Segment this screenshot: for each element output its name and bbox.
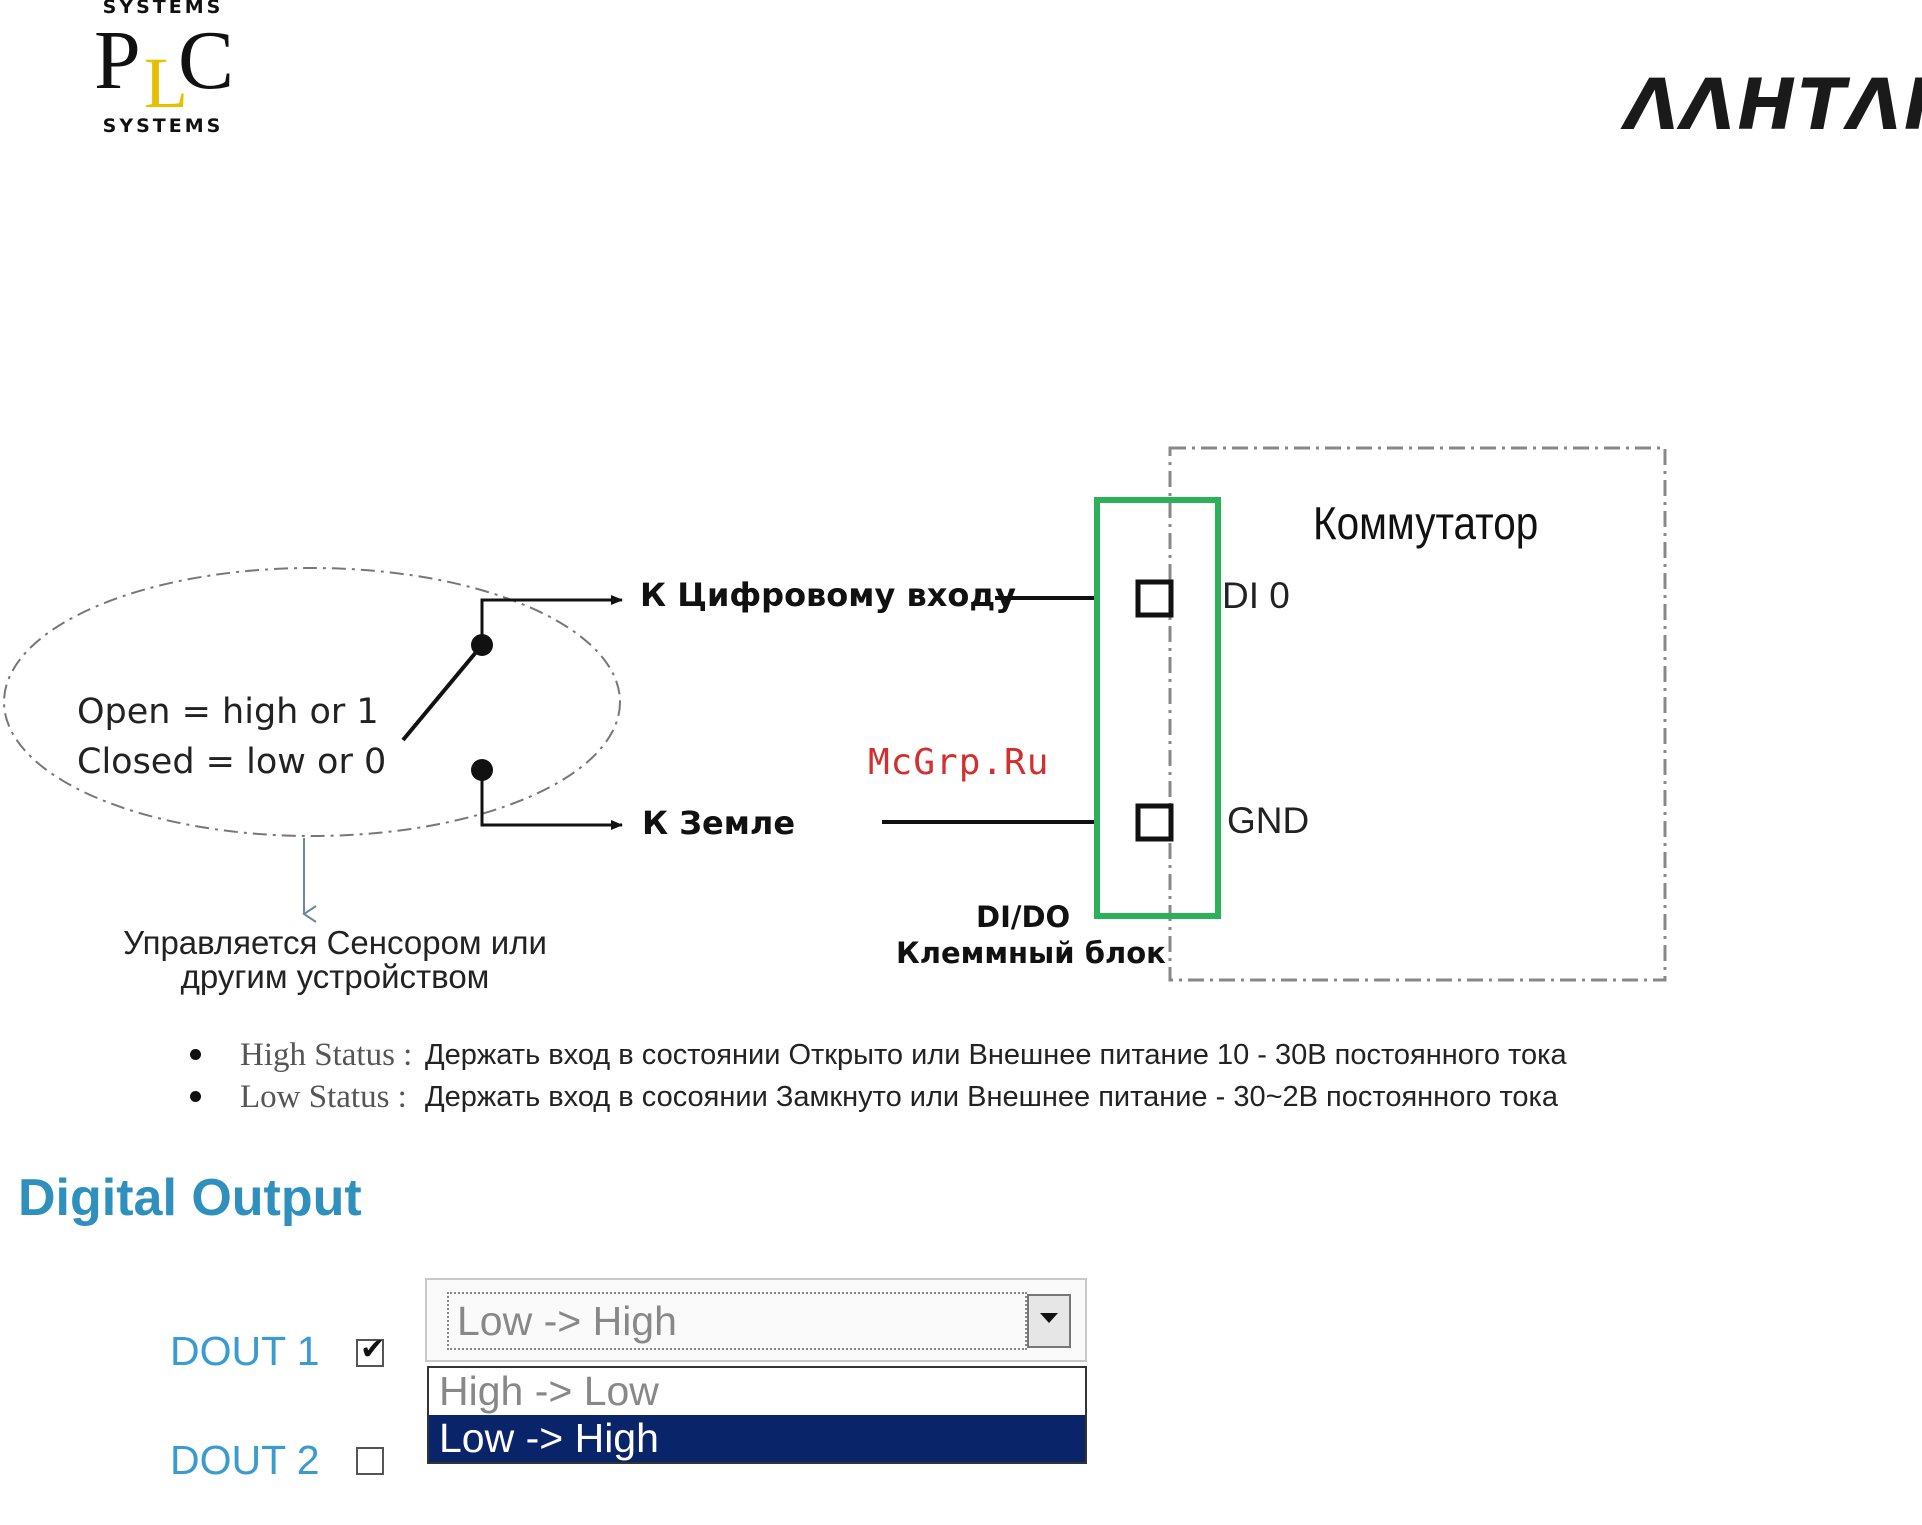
controlled-line2: другим устройством: [180, 958, 490, 995]
bullet: [190, 1049, 201, 1060]
switch-lever: [401, 643, 484, 742]
low-status-value: Держать вход в сосоянии Замкнуто или Вне…: [425, 1081, 1558, 1113]
chevron-down-icon: [1040, 1313, 1058, 1323]
controlled-by-text: Управляется Сенсором или другим устройст…: [95, 926, 575, 994]
wiring-diagram: Коммутатор К Цифровому входу К Земле DI …: [0, 430, 1922, 1010]
select-current-value: Low -> High: [457, 1298, 677, 1344]
diagram-graphics: [3, 446, 1667, 982]
terminal-square-di0: [1135, 579, 1174, 618]
watermark: McGrp.Ru: [868, 742, 1050, 783]
select-dropdown-button[interactable]: [1027, 1294, 1071, 1348]
dout2-label: DOUT 2: [170, 1437, 320, 1483]
digital-output-heading: Digital Output: [18, 1169, 362, 1227]
terminal-label-line1: DI/DO: [976, 900, 1071, 934]
pin-di0-label: DI 0: [1222, 575, 1290, 616]
terminal-square-gnd: [1135, 803, 1174, 842]
dout1-checkbox[interactable]: ✔: [356, 1335, 385, 1367]
bullet: [190, 1091, 201, 1102]
high-status-key: High Status :: [240, 1037, 413, 1073]
lantan-logo: ΛΛΗΤΛΗ: [1625, 64, 1922, 146]
dout2-checkbox[interactable]: [356, 1447, 384, 1475]
option-high-to-low[interactable]: High -> Low: [429, 1368, 1085, 1415]
dout1-label: DOUT 1: [170, 1328, 320, 1374]
wire-digital-input: [480, 595, 623, 645]
closed-state-text: Closed = low or 0: [77, 742, 387, 782]
controlled-line1: Управляется Сенсором или: [123, 924, 547, 961]
checkmark-icon: ✔: [360, 1332, 386, 1367]
logo-bottom-text: SYSTEMS: [102, 115, 224, 137]
terminal-block: [1094, 497, 1221, 919]
logo-letter-c: C: [178, 14, 235, 107]
pin-gnd-label: GND: [1227, 800, 1310, 841]
switch-title: Коммутатор: [1313, 497, 1539, 549]
select-focus-ring: Low -> High: [447, 1292, 1027, 1350]
high-status-value: Держать вход в состоянии Открыто или Вне…: [425, 1039, 1567, 1071]
logo-letter-p: P: [94, 14, 141, 107]
logo-letter-l: L: [144, 43, 188, 123]
ground-label: К Земле: [642, 804, 796, 842]
option-low-to-high[interactable]: Low -> High: [429, 1415, 1085, 1462]
select-options-list: High -> Low Low -> High: [427, 1366, 1087, 1464]
low-status-key: Low Status :: [240, 1079, 407, 1115]
terminal-label-line2: Клеммный блок: [896, 936, 1166, 970]
logo-top-text: SYSTEMS: [102, 0, 224, 18]
plc-systems-logo: SYSTEMS P L C SYSTEMS: [92, 0, 242, 140]
open-state-text: Open = high or 1: [77, 692, 379, 732]
wire-ground: [480, 770, 623, 830]
dout1-mode-select[interactable]: Low -> High: [425, 1278, 1087, 1362]
sensor-ellipse: [3, 567, 621, 837]
switch-boundary: [1168, 446, 1667, 982]
digital-input-label: К Цифровому входу: [640, 576, 1017, 614]
